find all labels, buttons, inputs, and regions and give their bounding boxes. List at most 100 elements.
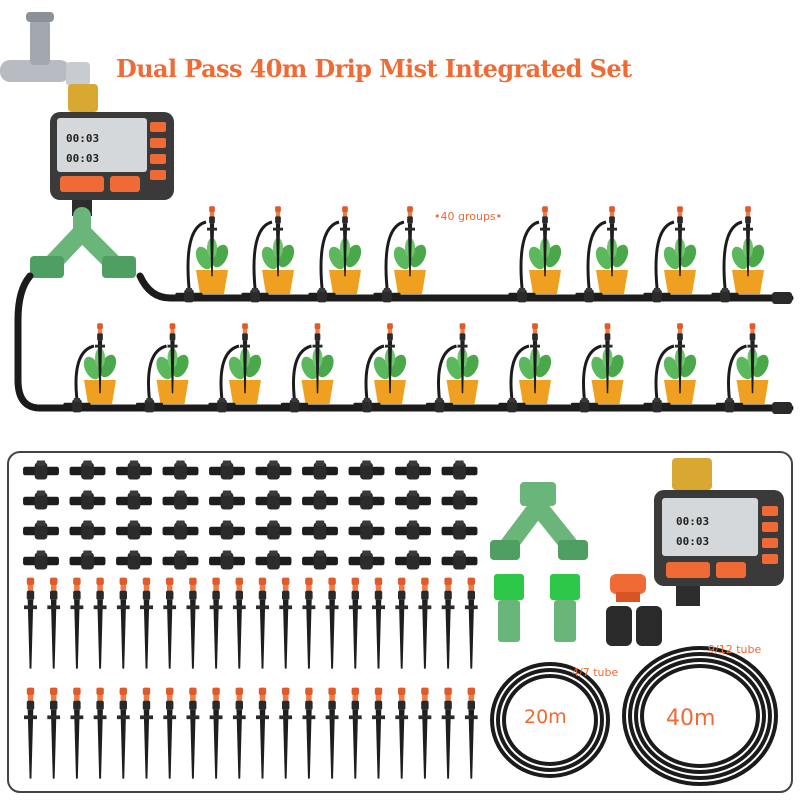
plant-pot-icon — [736, 348, 769, 404]
stake-icon — [116, 577, 130, 669]
tee-connector-icon — [209, 550, 245, 570]
stake-icon — [93, 577, 107, 669]
stake-icon — [163, 687, 177, 779]
stake-icon — [256, 687, 269, 779]
tube-large-spec: 9/12 tube — [708, 643, 762, 656]
tee-connector-icon — [116, 490, 152, 510]
tube-coil-large-icon — [622, 646, 778, 786]
stake-icon — [209, 577, 223, 669]
stake-icon — [325, 577, 339, 669]
plant-pot-icon — [591, 348, 624, 404]
stake-icon — [395, 577, 409, 669]
dripper-icon — [373, 206, 427, 303]
tee-connector-icon — [162, 520, 199, 540]
tube-small-length: 20m — [524, 706, 567, 728]
kit-frame — [7, 451, 793, 793]
tee-connector-icon — [302, 550, 338, 570]
timer-display-secondary: 00:03 — [676, 535, 710, 548]
stake-icon — [209, 687, 223, 779]
dripper-icon — [175, 206, 229, 303]
stake-icon — [232, 577, 246, 669]
stake-icon — [186, 577, 200, 669]
plant-pot-icon — [301, 348, 334, 404]
tee-connector-icon — [116, 550, 152, 570]
quick-connector-icon — [550, 574, 580, 642]
dripper-icon — [241, 206, 295, 303]
dripper-icon — [308, 206, 362, 303]
dripper-row-top — [175, 206, 765, 303]
stake-icon — [418, 577, 432, 669]
dripper-icon — [353, 323, 407, 413]
plant-pot-icon — [731, 238, 765, 294]
plant-pot-icon — [528, 238, 562, 294]
tee-connector-icon — [116, 460, 152, 480]
tee-connector-icon — [441, 520, 478, 540]
tee-connector-icon — [441, 490, 478, 510]
stake-icon — [464, 687, 478, 779]
y-splitter-icon — [30, 207, 136, 278]
timer-display-primary: 00:03 — [66, 132, 100, 145]
tee-connector-icon — [23, 460, 59, 480]
stake-icon — [232, 687, 246, 779]
plant-pot-icon — [195, 238, 229, 294]
groups-count-label: •40 groups• — [434, 210, 503, 223]
tee-connector-icon — [255, 520, 292, 540]
tee-connector-grid — [23, 460, 478, 570]
stake-icon — [441, 577, 455, 669]
stake-icon — [302, 577, 316, 669]
timer-display-secondary: 00:03 — [66, 152, 100, 165]
tee-connector-icon — [209, 520, 245, 540]
stake-icon — [279, 577, 293, 669]
end-plug-icon — [606, 574, 662, 646]
stake-icon — [372, 687, 385, 779]
dripper-icon — [208, 323, 262, 413]
stake-icon — [279, 687, 293, 779]
stake-icon — [140, 687, 153, 779]
dripper-row-bottom — [63, 323, 769, 413]
stake-icon — [302, 687, 316, 779]
faucet-icon — [0, 12, 90, 86]
stake-icon — [395, 687, 409, 779]
tee-connector-icon — [116, 520, 152, 540]
dripper-icon — [643, 323, 697, 413]
dripper-icon — [280, 323, 334, 413]
tee-connector-icon — [395, 550, 431, 570]
dripper-icon — [715, 323, 769, 413]
tube-small-spec: 4/7 tube — [572, 666, 619, 679]
dripper-icon — [63, 323, 117, 413]
main-tube — [14, 272, 794, 412]
stake-icon — [47, 687, 61, 779]
plant-pot-icon — [595, 238, 629, 294]
stake-icon — [70, 577, 84, 669]
dripper-icon — [508, 206, 562, 303]
dripper-icon — [643, 206, 697, 303]
stake-icon — [418, 687, 432, 779]
dripper-icon — [135, 323, 189, 413]
stake-icon — [372, 577, 385, 669]
tee-connector-icon — [395, 490, 431, 510]
stake-icon — [116, 687, 130, 779]
tee-connector-icon — [209, 490, 245, 510]
plant-pot-icon — [261, 238, 295, 294]
stake-icon — [186, 687, 200, 779]
tee-connector-icon — [162, 550, 199, 570]
dripper-icon — [575, 206, 629, 303]
tee-connector-icon — [23, 520, 59, 540]
tee-connector-icon — [441, 460, 478, 480]
tee-connector-icon — [69, 490, 106, 510]
tee-connector-icon — [348, 550, 385, 570]
dripper-icon — [425, 323, 479, 413]
stake-icon — [140, 577, 153, 669]
timer-display-primary: 00:03 — [676, 515, 710, 528]
y-splitter-icon — [490, 482, 588, 560]
tee-connector-icon — [302, 520, 338, 540]
stake-icon — [348, 687, 362, 779]
tee-connector-icon — [348, 520, 385, 540]
stake-icon — [93, 687, 107, 779]
tee-connector-icon — [23, 550, 59, 570]
tube-coil-small-icon — [490, 662, 610, 778]
water-timer-icon — [50, 84, 174, 216]
stake-icon — [24, 687, 37, 779]
stake-icon — [348, 577, 362, 669]
